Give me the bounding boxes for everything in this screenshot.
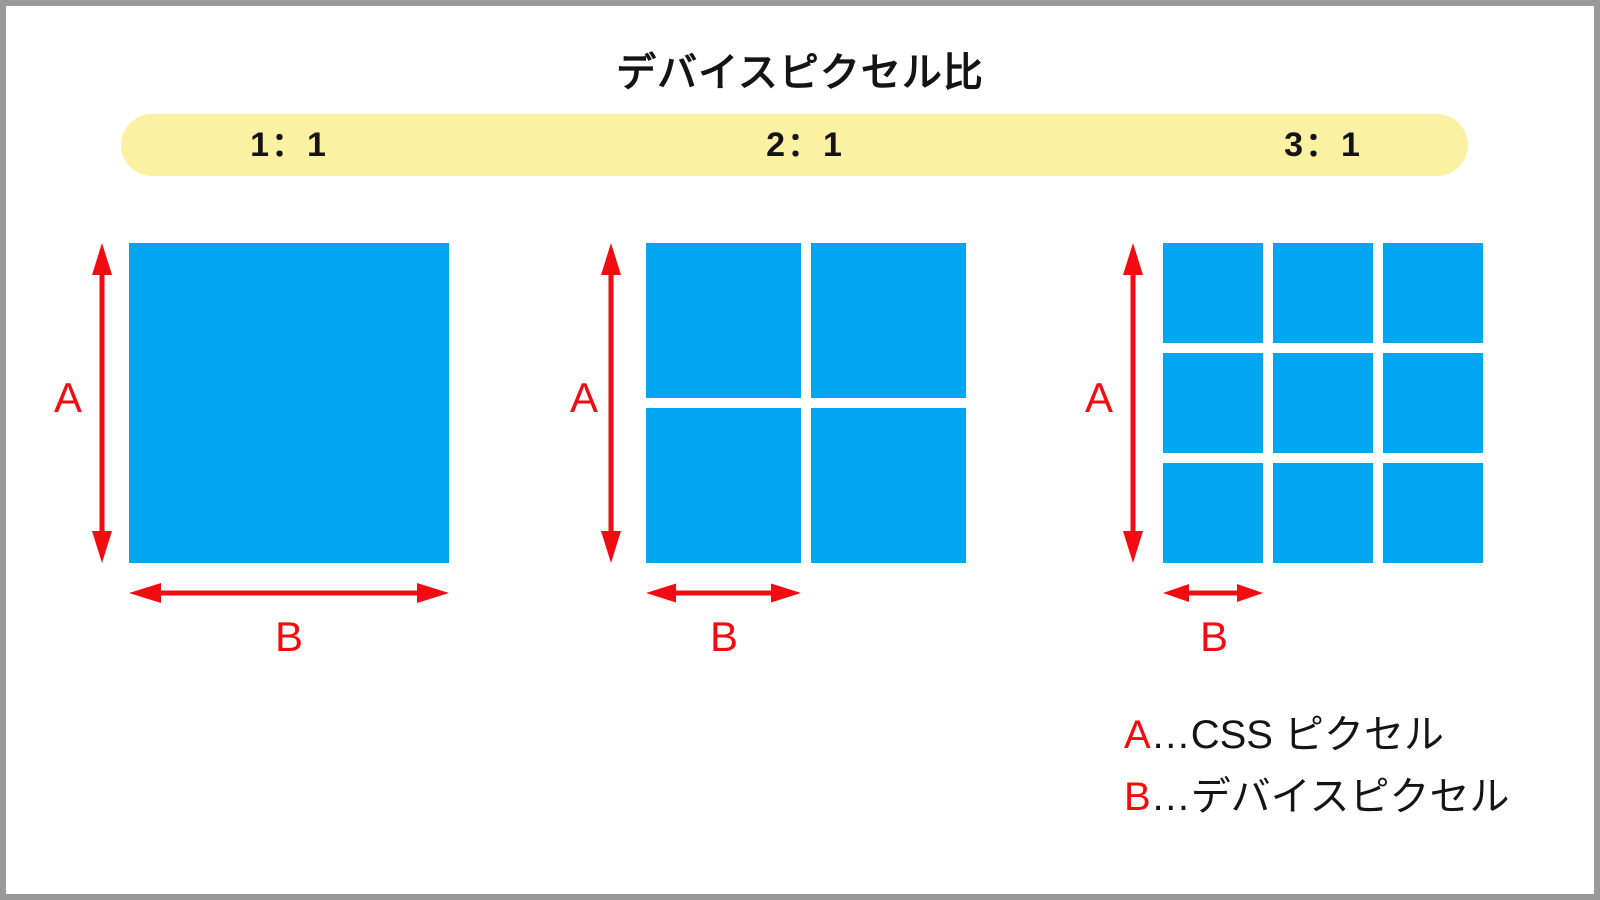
pixel-grid-1x1 [129, 243, 449, 563]
device-pixel-cell [1383, 243, 1483, 343]
legend-key-a: A [1124, 713, 1151, 757]
axis-b-label: B [709, 613, 739, 660]
axis-b-label: B [274, 613, 304, 660]
device-pixel-cell [1383, 353, 1483, 453]
legend-separator: … [1150, 775, 1191, 819]
pixel-grid-3x3 [1163, 243, 1483, 563]
device-pixel-cell [1273, 243, 1373, 343]
ratio-label-3-1: 3：1 [1284, 126, 1362, 164]
device-pixel-cell [646, 243, 801, 398]
horizontal-double-arrow-icon [129, 581, 449, 605]
ratio-bar [121, 114, 1468, 176]
ratio-label-2-1: 2：1 [766, 126, 844, 164]
pixel-grid-2x2 [646, 243, 966, 563]
axis-b-label: B [1199, 613, 1229, 660]
horizontal-double-arrow-icon [1163, 581, 1263, 605]
device-pixel-cell [1383, 463, 1483, 563]
vertical-double-arrow-icon [599, 243, 623, 563]
device-pixel-cell [1163, 463, 1263, 563]
device-pixel-cell [1273, 463, 1373, 563]
device-pixel-cell [129, 243, 449, 563]
horizontal-double-arrow-icon [646, 581, 801, 605]
legend-label-css-pixel: CSS ピクセル [1190, 713, 1445, 757]
device-pixel-cell [811, 408, 966, 563]
axis-a-label: A [1084, 374, 1114, 421]
legend-separator: … [1150, 713, 1191, 757]
legend-key-b: B [1124, 775, 1151, 819]
ratio-label-1-1: 1：1 [250, 126, 328, 164]
device-pixel-cell [1163, 353, 1263, 453]
axis-a-label: A [53, 374, 83, 421]
device-pixel-cell [1273, 353, 1373, 453]
legend: A…CSS ピクセル B…デバイスピクセル [1124, 704, 1510, 828]
vertical-double-arrow-icon [1121, 243, 1145, 563]
legend-row-a: A…CSS ピクセル [1124, 704, 1510, 766]
device-pixel-cell [646, 408, 801, 563]
vertical-double-arrow-icon [90, 243, 114, 563]
diagram-title: デバイスピクセル比 [616, 51, 984, 95]
legend-row-b: B…デバイスピクセル [1124, 766, 1510, 828]
axis-a-label: A [569, 374, 599, 421]
device-pixel-cell [1163, 243, 1263, 343]
legend-label-device-pixel: デバイスピクセル [1190, 775, 1510, 819]
device-pixel-cell [811, 243, 966, 398]
